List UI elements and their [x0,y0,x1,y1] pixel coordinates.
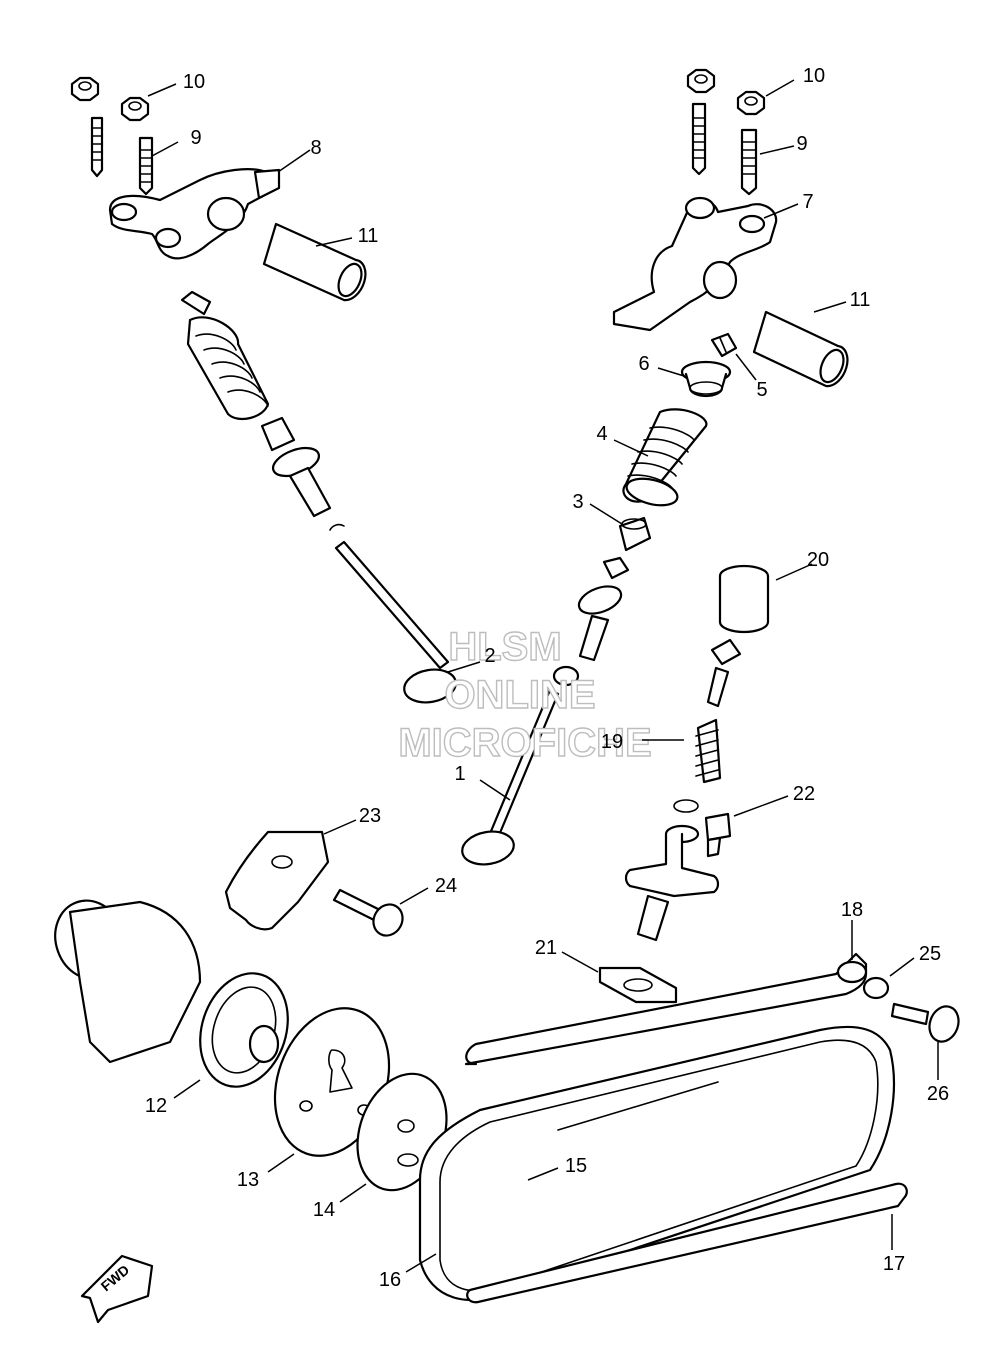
valve-stem-seal-3 [618,516,652,552]
adjuster-screw-9-left [90,116,154,196]
callout-22: 22 [793,783,815,805]
callout-1: 1 [454,763,465,785]
valve-guide-right [577,556,630,662]
valve-2 [334,540,457,704]
bolt-24 [332,888,404,937]
tensioner-bolt-19 [673,638,742,813]
rocker-arm-7 [612,196,778,332]
nut-10-left [70,76,150,122]
callout-17: 17 [883,1253,905,1275]
cam-plate-23 [224,830,330,931]
tensioner-body [624,824,720,942]
callout-10-left: 10 [183,71,205,93]
chain-guide-18 [464,952,868,1066]
gasket-21 [598,966,678,1004]
callout-5: 5 [756,379,767,401]
callout-21: 21 [535,937,557,959]
watermark-line-3: MICROFICHE [398,721,651,765]
callout-9-right: 9 [796,133,807,155]
callout-4: 4 [596,423,607,445]
watermark-line-2: ONLINE [444,673,595,717]
camshaft-12 [54,899,289,1088]
callout-16: 16 [379,1269,401,1291]
fwd-arrow-icon: FWD [80,1254,154,1324]
callout-23: 23 [359,805,381,827]
watermark: HLSM ONLINE MICROFICHE [398,624,653,765]
callout-18: 18 [841,899,863,921]
nut-10-right [686,68,766,116]
rocker-arm-8 [108,168,281,260]
callout-6: 6 [638,353,649,375]
valve-spring-4 [622,408,708,507]
callout-11-left: 11 [358,225,379,247]
valve-cotter-5 [710,332,738,358]
callout-8: 8 [310,137,321,159]
callout-14: 14 [313,1199,335,1221]
callout-19: 19 [601,731,623,753]
callout-3: 3 [572,491,583,513]
chain-guide-17 [466,1182,908,1304]
rocker-shaft-11-right [752,310,849,388]
callout-10-right: 10 [803,65,825,87]
callout-20: 20 [807,549,829,571]
leader-lines [147,79,939,1273]
bolt-22 [704,812,732,858]
o-ring-25 [862,976,890,1000]
callout-labels: 1 2 3 4 5 6 7 8 9 9 10 10 11 11 12 13 14… [145,65,949,1291]
callout-25: 25 [919,943,941,965]
bolt-26 [890,1002,960,1043]
valve-1 [461,665,580,866]
callout-26: 26 [927,1083,949,1105]
callout-13: 13 [237,1169,259,1191]
valve-spring-left [180,290,345,531]
watermark-line-1: HLSM [448,625,561,669]
spring-retainer-6 [680,360,732,398]
callout-9-left: 9 [190,127,201,149]
rocker-shaft-11-left [262,222,367,302]
callout-15: 15 [565,1155,587,1177]
tensioner-gasket-20 [718,564,770,634]
callout-2: 2 [484,645,495,667]
callout-11-right: 11 [850,289,871,311]
callout-24: 24 [435,875,457,897]
adjuster-screw-9-right [691,102,758,196]
callout-12: 12 [145,1095,167,1117]
callout-7: 7 [802,191,813,213]
